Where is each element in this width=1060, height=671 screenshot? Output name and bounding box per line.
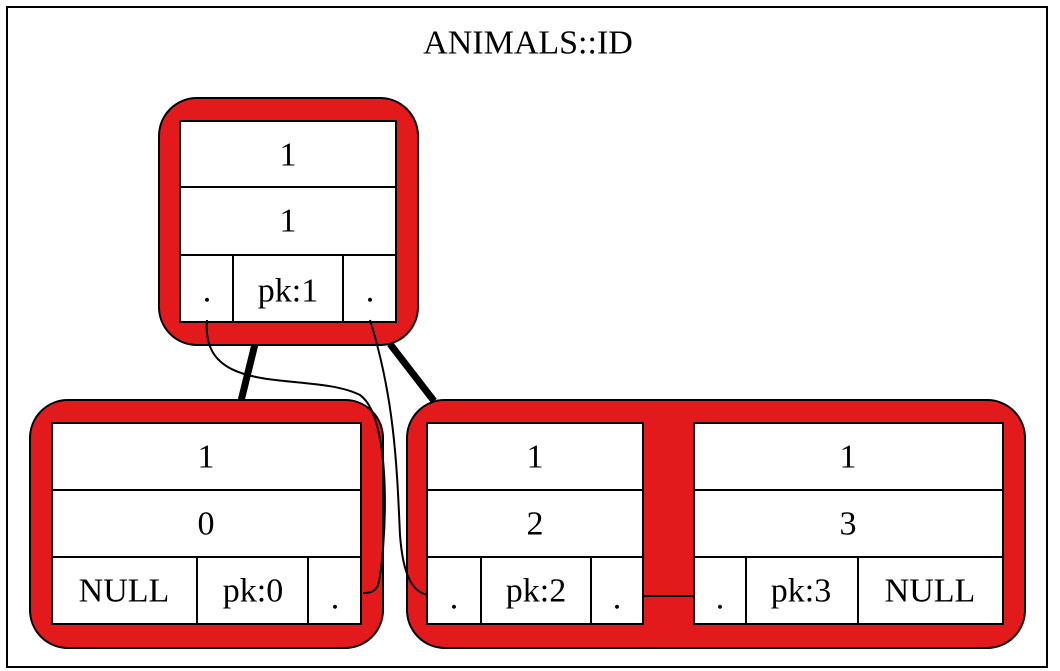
right-leaf-b-left-pointer: .	[716, 580, 725, 617]
right-leaf-a-left-pointer: .	[450, 580, 459, 617]
right-leaf-b-key: pk:3	[771, 573, 831, 610]
left-leaf-table	[51, 422, 362, 625]
root-node-table	[179, 120, 397, 323]
right-leaf-table-a	[426, 422, 644, 625]
root-row-1: 1	[280, 137, 297, 174]
edge-root-to-right-leaf	[387, 341, 437, 404]
diagram-title: ANIMALS::ID	[423, 25, 633, 62]
right-leaf-a-row-1: 1	[527, 439, 544, 476]
right-leaf-a-key: pk:2	[506, 573, 566, 610]
root-right-pointer: .	[366, 273, 375, 310]
right-leaf-b-row-1: 1	[840, 439, 857, 476]
pointer-root-left-to-left-leaf	[205, 319, 386, 594]
root-row-2: 1	[280, 203, 297, 240]
right-leaf-a-right-pointer: .	[613, 580, 622, 617]
left-leaf-key: pk:0	[223, 573, 283, 610]
pointer-root-right-to-right-leaf	[369, 319, 429, 596]
left-leaf-right-pointer: .	[331, 580, 340, 617]
root-key: pk:1	[258, 273, 318, 310]
right-leaf-b-row-2: 3	[840, 506, 857, 543]
left-leaf-node: 1 0 NULL pk:0 .	[29, 399, 384, 649]
edge-root-to-left-leaf	[237, 343, 259, 402]
root-left-pointer: .	[203, 273, 212, 310]
root-node: 1 1 . pk:1 .	[158, 97, 419, 346]
right-leaf-a-row-2: 2	[527, 506, 544, 543]
left-leaf-row-1: 1	[198, 439, 215, 476]
left-leaf-row-2: 0	[198, 506, 215, 543]
right-leaf-b-right-pointer: NULL	[885, 573, 976, 610]
right-leaf-node: 1 2 . pk:2 . 1 3 . pk:3 NULL	[406, 399, 1026, 649]
left-leaf-left-pointer: NULL	[79, 573, 170, 610]
